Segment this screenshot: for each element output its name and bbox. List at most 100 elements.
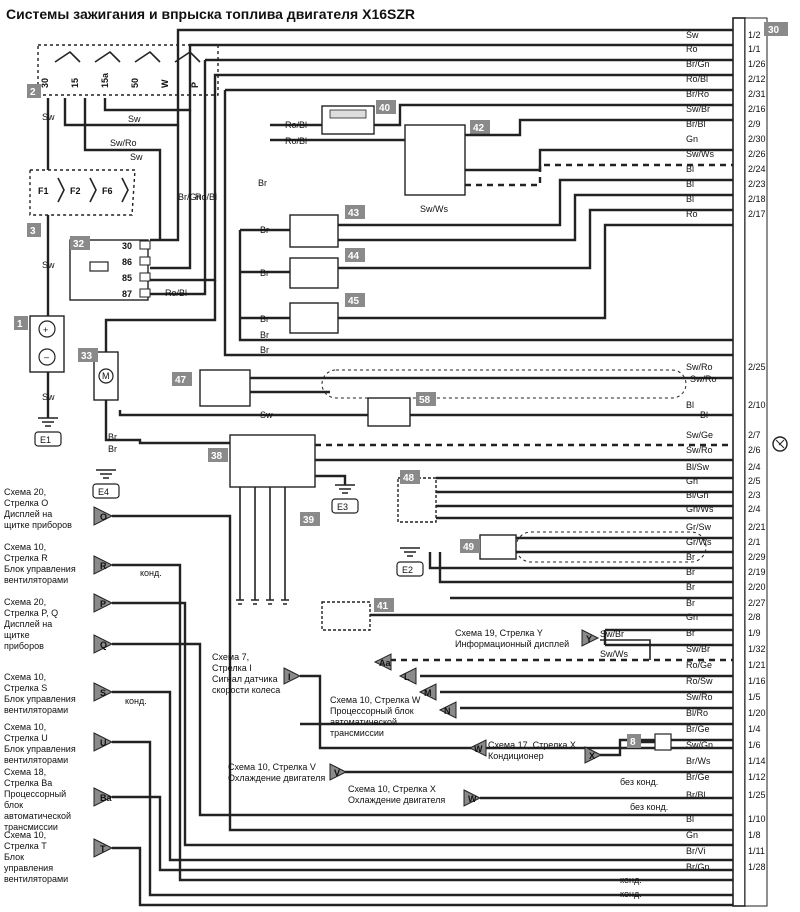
wire-color-label: Ro/Sw <box>686 676 713 686</box>
reference-text: Сигнал датчика <box>212 674 278 684</box>
reference-letter: O <box>100 512 107 522</box>
component-48-body <box>397 477 437 523</box>
wires-vw <box>345 770 733 800</box>
reference-letter: W <box>468 794 477 804</box>
wire-color-label: Gr/Ws <box>686 537 712 547</box>
reference-letter: Y <box>586 634 592 644</box>
note-kond-1: конд. <box>140 568 162 578</box>
note-sw-br: Sw/Br <box>600 629 624 639</box>
wire-label-swro: Sw/Ro <box>110 138 137 148</box>
reference-arrow-icon <box>93 838 114 858</box>
wire-ro-bl <box>150 73 733 282</box>
relay-pin-label: 30 <box>122 241 132 251</box>
ground-icon <box>236 599 244 605</box>
component-49-label: 49 <box>463 542 475 553</box>
connector-pin: 1/28 <box>748 862 766 872</box>
component-1-label: 1 <box>17 319 23 330</box>
wire-label-robl2: Ro/Bl <box>285 120 307 130</box>
component-44-body <box>289 257 339 289</box>
reference-text: Схема 20, <box>4 597 46 607</box>
wire-color-label: Bl/Gn <box>686 490 709 500</box>
wire-ref-u <box>112 740 733 897</box>
component-tag-33 <box>78 348 98 362</box>
component-tag-48 <box>400 470 420 484</box>
component-58-label: 58 <box>419 395 431 406</box>
connector-pin: 2/21 <box>748 522 766 532</box>
connector-pin: 1/14 <box>748 756 766 766</box>
component-33-label: 33 <box>81 351 93 362</box>
reference-text: блок <box>4 800 23 810</box>
wire-color-label: Gn/Ws <box>686 504 714 514</box>
connector-pin: 1/32 <box>748 644 766 654</box>
connector-pin: 2/20 <box>748 582 766 592</box>
wire-color-label: Br/Ge <box>686 772 710 782</box>
reference-letter: X <box>589 751 595 761</box>
component-41-body <box>321 601 371 631</box>
reference-text: вентиляторами <box>4 755 68 765</box>
ground-tag <box>331 498 359 514</box>
component-tag-42 <box>470 120 490 134</box>
reference-text: Стрелка Ba <box>4 778 52 788</box>
component-tag-49 <box>460 539 480 553</box>
connector-pin: 2/10 <box>748 400 766 410</box>
reference-text: Процессорный <box>4 789 66 799</box>
ground-label: E3 <box>337 502 348 512</box>
connector-pin: 2/25 <box>748 362 766 372</box>
connector-pin: 2/6 <box>748 445 761 455</box>
wire-y <box>600 639 651 660</box>
connector-30-frame <box>744 17 768 907</box>
wire-color-label: Br/Gn <box>686 862 710 872</box>
battery-minus-icon <box>38 348 56 366</box>
wire-x <box>600 738 733 757</box>
reference-arrow-icon <box>438 701 457 719</box>
reference-text: Стрелка U <box>4 733 48 743</box>
reference-text: трансмиссии <box>330 728 384 738</box>
ground-icon <box>266 599 274 605</box>
battery-body <box>29 315 65 373</box>
wire-label-sw2: Sw <box>128 114 141 124</box>
reference-text: Дисплей на <box>4 509 52 519</box>
component-45-body <box>289 302 339 334</box>
wire-br-gn <box>150 110 192 270</box>
wires-48 <box>436 476 733 520</box>
note-bez-kond-2: без конд. <box>630 802 668 812</box>
relay-pin-terminal <box>139 256 151 266</box>
reference-text: приборов <box>4 641 44 651</box>
wire-color-label: Bl/Sw <box>686 462 710 472</box>
ground-label: E1 <box>40 435 51 445</box>
relay-pin-terminal <box>139 288 151 298</box>
connector-pin: 2/12 <box>748 74 766 84</box>
wire-color-label: Gn <box>686 612 698 622</box>
wire-44 <box>240 208 733 274</box>
wire-sw-38 <box>104 400 230 445</box>
wire-color-label: Br <box>686 628 695 638</box>
wire-label-robl4: Ro/Bl <box>165 288 187 298</box>
connector-pin: 1/20 <box>748 708 766 718</box>
motor-m-glyph: M <box>102 371 110 381</box>
reference-text: Дисплей на <box>4 619 52 629</box>
component-44-label: 44 <box>348 251 360 262</box>
wire-label-sw4: Sw <box>42 260 55 270</box>
ground-tag <box>34 431 62 447</box>
ground-tag <box>92 483 120 499</box>
reference-text: Стрелка T <box>4 841 47 851</box>
reference-text: вентиляторами <box>4 575 68 585</box>
ignition-terminal-label: P <box>190 82 200 88</box>
ground-label: E4 <box>98 487 109 497</box>
connector-pin: 1/21 <box>748 660 766 670</box>
wire-label-bl: Bl <box>700 410 708 420</box>
wire-br-ro <box>223 88 733 357</box>
component-tag-38 <box>208 448 228 462</box>
reference-text: Стрелка O <box>4 498 48 508</box>
reference-text: Процессорный блок <box>330 706 414 716</box>
reference-letter: N <box>444 706 451 716</box>
component-41-label: 41 <box>377 601 389 612</box>
reference-text: Схема 10, <box>4 672 46 682</box>
fuse-label: F1 <box>38 186 49 196</box>
ignition-terminal-label: 30 <box>40 78 50 88</box>
wire-42-c <box>465 148 733 172</box>
reference-text: Блок управления <box>4 564 76 574</box>
reference-letter: S <box>100 688 106 698</box>
